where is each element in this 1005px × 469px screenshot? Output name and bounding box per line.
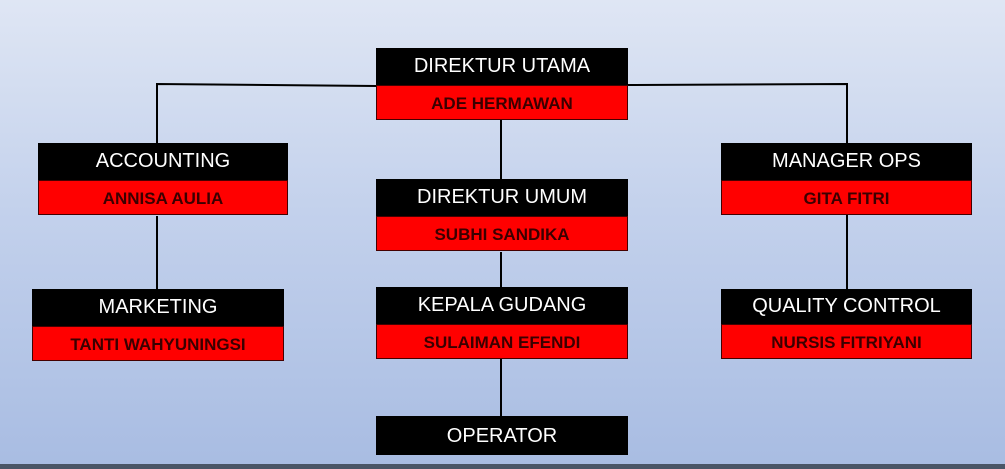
connector-utama-manager-ops [627,82,848,143]
node-title: MANAGER OPS [721,143,972,180]
node-name: SULAIMAN EFENDI [376,324,628,359]
node-name: ADE HERMAWAN [376,85,628,120]
node-direktur-utama: DIREKTUR UTAMA ADE HERMAWAN [376,48,628,120]
node-operator: OPERATOR [376,416,628,455]
node-name: GITA FITRI [721,180,972,215]
node-title: MARKETING [32,289,284,326]
node-title: KEPALA GUDANG [376,287,628,324]
node-name: ANNISA AULIA [38,180,288,215]
node-name: TANTI WAHYUNINGSI [32,326,284,361]
node-title: QUALITY CONTROL [721,289,972,324]
node-manager-ops: MANAGER OPS GITA FITRI [721,143,972,215]
node-title: OPERATOR [376,416,628,455]
node-accounting: ACCOUNTING ANNISA AULIA [38,143,288,215]
node-direktur-umum: DIREKTUR UMUM SUBHI SANDIKA [376,179,628,251]
bottom-border [0,464,1005,469]
node-kepala-gudang: KEPALA GUDANG SULAIMAN EFENDI [376,287,628,359]
node-name: SUBHI SANDIKA [376,216,628,251]
node-title: DIREKTUR UTAMA [376,48,628,85]
node-name: NURSIS FITRIYANI [721,324,972,359]
node-marketing: MARKETING TANTI WAHYUNINGSI [32,289,284,361]
connector-utama-accounting [156,82,377,143]
node-title: DIREKTUR UMUM [376,179,628,216]
node-quality-control: QUALITY CONTROL NURSIS FITRIYANI [721,289,972,359]
node-title: ACCOUNTING [38,143,288,180]
